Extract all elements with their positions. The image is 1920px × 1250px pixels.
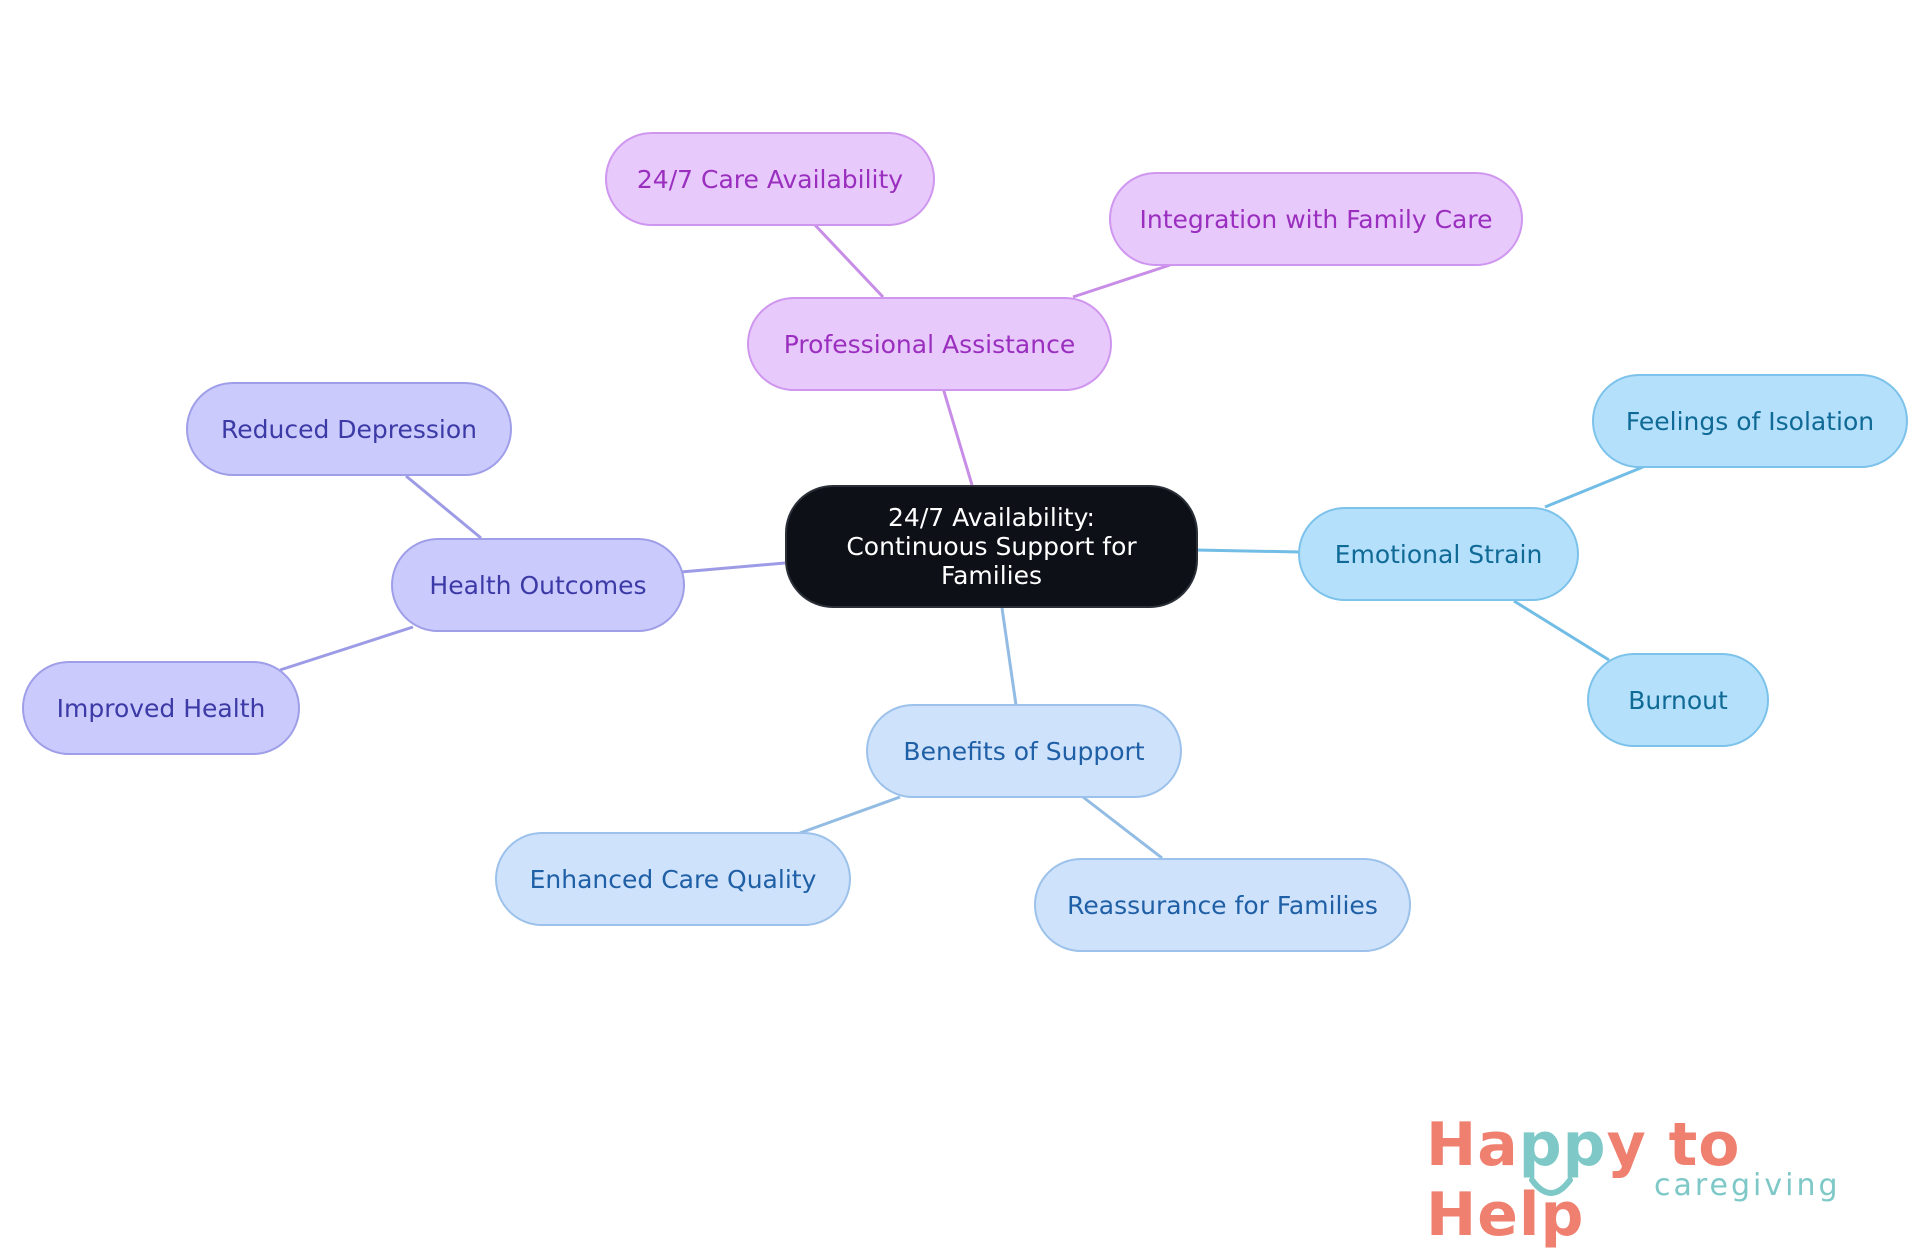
edge-benefits-enhanced-quality: [799, 795, 901, 835]
node-health-outcomes: Health Outcomes: [391, 538, 685, 632]
edge-root-professional-assistance: [941, 387, 974, 486]
edge-professional-care-availability: [813, 223, 885, 299]
node-health-outcomes-label: Health Outcomes: [429, 570, 647, 600]
node-24-7-care-availability: 24/7 Care Availability: [605, 132, 935, 226]
edge-emotional-isolation: [1544, 465, 1644, 509]
edge-root-benefits-of-support: [1000, 607, 1018, 706]
edge-root-emotional-strain: [1194, 548, 1301, 554]
edge-root-health-outcomes: [680, 561, 786, 574]
node-integration-with-family-care-label: Integration with Family Care: [1139, 204, 1493, 234]
node-feelings-of-isolation: Feelings of Isolation: [1592, 374, 1908, 468]
logo-text-start: Ha: [1426, 1110, 1519, 1180]
node-emotional-strain-label: Emotional Strain: [1334, 539, 1543, 569]
node-burnout-label: Burnout: [1628, 685, 1728, 715]
node-emotional-strain: Emotional Strain: [1298, 507, 1579, 601]
happy-to-help-logo: Happy to Help caregiving: [1426, 1110, 1896, 1250]
node-reduced-depression-label: Reduced Depression: [220, 414, 478, 444]
node-feelings-of-isolation-label: Feelings of Isolation: [1625, 406, 1875, 436]
connector-lines: [279, 223, 1644, 860]
root-node-label: 24/7 Availability: Continuous Support fo…: [846, 503, 1137, 590]
edge-health-reduced-depression: [405, 474, 482, 540]
edge-benefits-reassurance: [1082, 795, 1163, 860]
logo-subtitle: caregiving: [1654, 1168, 1841, 1203]
node-reduced-depression: Reduced Depression: [186, 382, 512, 476]
smile-icon: [1529, 1177, 1573, 1196]
edge-professional-integration: [1072, 263, 1171, 299]
node-enhanced-care-quality-label: Enhanced Care Quality: [529, 864, 817, 894]
logo-text-accent: pp: [1518, 1110, 1607, 1180]
node-improved-health-label: Improved Health: [56, 693, 266, 723]
edge-health-improved-health: [279, 625, 414, 672]
edge-emotional-burnout: [1513, 599, 1610, 662]
node-improved-health: Improved Health: [22, 661, 300, 755]
node-integration-with-family-care: Integration with Family Care: [1109, 172, 1523, 266]
node-professional-assistance-label: Professional Assistance: [783, 329, 1076, 359]
node-benefits-of-support-label: Benefits of Support: [903, 736, 1145, 766]
node-reassurance-for-families-label: Reassurance for Families: [1067, 890, 1378, 920]
node-24-7-care-availability-label: 24/7 Care Availability: [636, 164, 904, 194]
node-enhanced-care-quality: Enhanced Care Quality: [495, 832, 851, 926]
node-professional-assistance: Professional Assistance: [747, 297, 1112, 391]
root-node: 24/7 Availability: Continuous Support fo…: [785, 485, 1198, 608]
node-reassurance-for-families: Reassurance for Families: [1034, 858, 1411, 952]
node-burnout: Burnout: [1587, 653, 1769, 747]
node-benefits-of-support: Benefits of Support: [866, 704, 1182, 798]
